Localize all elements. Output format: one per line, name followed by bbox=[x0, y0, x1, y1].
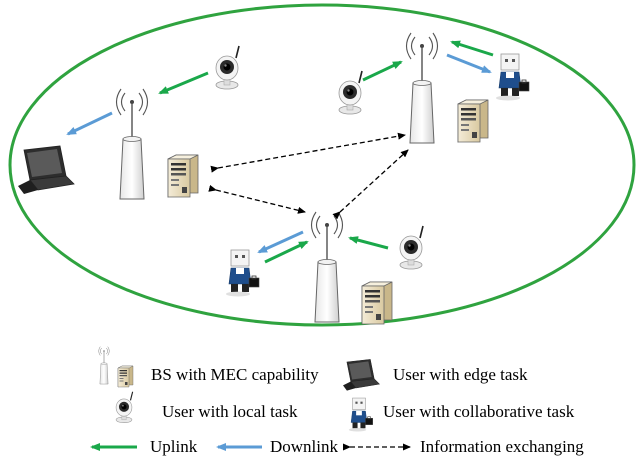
camera-icon bbox=[399, 225, 424, 270]
base-station-left bbox=[115, 88, 149, 200]
legend-uplink-label: Uplink bbox=[150, 437, 198, 456]
laptop-icon bbox=[17, 145, 75, 195]
uplink-arrow bbox=[348, 236, 389, 250]
coverage-boundary bbox=[8, 3, 636, 327]
uplink-arrow bbox=[362, 60, 403, 82]
legend-bs-icon bbox=[98, 346, 110, 385]
info-exchange-arrow bbox=[210, 132, 406, 173]
legend-laptop-icon bbox=[342, 359, 380, 391]
legend-collab-user-label: User with collaborative task bbox=[383, 402, 575, 421]
base-station-right bbox=[405, 32, 439, 144]
downlink-arrow bbox=[257, 230, 304, 254]
legend-server-icon bbox=[117, 365, 134, 388]
legend-camera-icon bbox=[115, 391, 134, 424]
mec-server-bottom bbox=[361, 281, 393, 325]
uplink-arrow bbox=[264, 240, 309, 264]
downlink-arrow bbox=[66, 111, 113, 136]
mec-server-right bbox=[457, 99, 489, 143]
camera-icon bbox=[338, 70, 363, 115]
legend-info-label: Information exchanging bbox=[420, 437, 584, 456]
uplink-arrow bbox=[158, 71, 209, 95]
downlink-arrow bbox=[446, 53, 492, 74]
legend-downlink-label: Downlink bbox=[270, 437, 339, 456]
legend-robot-icon bbox=[348, 397, 374, 432]
info-exchange-arrow bbox=[332, 149, 409, 220]
legend-bs-label: BS with MEC capability bbox=[151, 365, 319, 384]
legend: BS with MEC capability User with edge ta… bbox=[90, 346, 584, 456]
robot-user-icon bbox=[495, 53, 530, 101]
info-exchange-arrow bbox=[208, 184, 306, 214]
legend-edge-user-label: User with edge task bbox=[393, 365, 528, 384]
base-station-bottom bbox=[310, 211, 344, 323]
robot-user-icon bbox=[225, 249, 260, 297]
mec-server-left bbox=[167, 154, 199, 198]
camera-icon bbox=[215, 45, 240, 90]
legend-local-user-label: User with local task bbox=[162, 402, 298, 421]
uplink-arrow bbox=[450, 40, 494, 57]
